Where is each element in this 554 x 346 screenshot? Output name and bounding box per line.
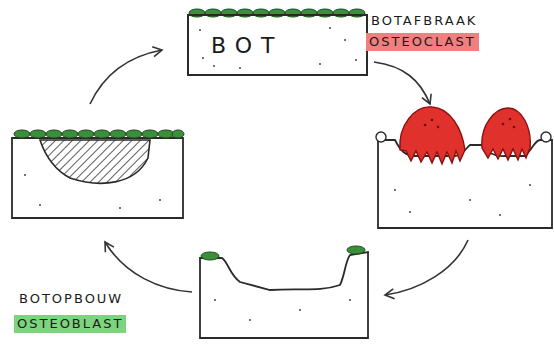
bone-speckles (24, 174, 161, 209)
illustration-part (431, 119, 434, 122)
osteoclast-cell (482, 108, 530, 160)
bone-panel: BOT (187, 14, 368, 76)
illustration-part (110, 130, 126, 138)
illustration-part (94, 130, 110, 138)
panel-label: BOT (211, 33, 283, 58)
illustration-part (172, 130, 184, 138)
cell-label: OSTEOCLAST (366, 33, 479, 51)
lining-cells (14, 130, 184, 138)
cycle-arrow (385, 240, 468, 295)
illustration-part (409, 211, 411, 213)
illustration-part (437, 126, 440, 129)
illustration-part (14, 130, 30, 138)
illustration-part (513, 126, 516, 129)
cell-label: OSTEOBLAST (14, 315, 126, 333)
bone-speckles (394, 184, 531, 216)
illustration-part (46, 130, 62, 138)
illustration-part (499, 214, 501, 216)
illustration-part (347, 246, 365, 254)
cell-nuclei (424, 118, 516, 129)
osteoclast-cell (400, 107, 465, 164)
lining-cells (201, 246, 365, 260)
cycle-arrows (90, 50, 468, 295)
illustration-part (39, 204, 41, 206)
illustration-part (319, 63, 321, 65)
illustration-part (469, 199, 471, 201)
cycle-arrow (374, 62, 430, 104)
illustration-part (502, 123, 505, 126)
illustration-part (424, 124, 427, 127)
cycle-arrow (90, 50, 162, 104)
illustration-part (529, 184, 531, 186)
illustration-part (299, 309, 301, 311)
process-label: BOTOPBOUW (16, 290, 126, 308)
illustration-part (344, 39, 346, 41)
illustration-part (213, 65, 215, 67)
illustration-part (214, 299, 216, 301)
cycle-arrow (105, 242, 192, 292)
illustration-part (24, 174, 26, 176)
illustration-part (30, 130, 46, 138)
illustration-part (349, 299, 351, 301)
new-bone (40, 140, 150, 183)
illustration-part (376, 132, 386, 142)
bone-block (12, 138, 183, 218)
bone-speckles (214, 299, 351, 321)
illustration-part (119, 207, 121, 209)
process-label: BOTAFBRAAK (368, 12, 480, 30)
illustration-part (78, 130, 94, 138)
illustration-part (199, 29, 201, 31)
bone-block (200, 252, 368, 338)
illustration-part (329, 27, 331, 29)
illustration-part (239, 67, 241, 69)
illustration-part (142, 130, 158, 138)
illustration-part (202, 57, 204, 59)
illustration-part (541, 132, 551, 142)
illustration-part (355, 59, 357, 61)
illustration-part (62, 130, 78, 138)
illustration-part (126, 130, 142, 138)
illustration-part (201, 252, 219, 260)
bone-speckles (199, 27, 357, 69)
illustration-part (509, 118, 512, 121)
illustration-part (159, 199, 161, 201)
illustration-part (394, 189, 396, 191)
illustration-part (249, 319, 251, 321)
